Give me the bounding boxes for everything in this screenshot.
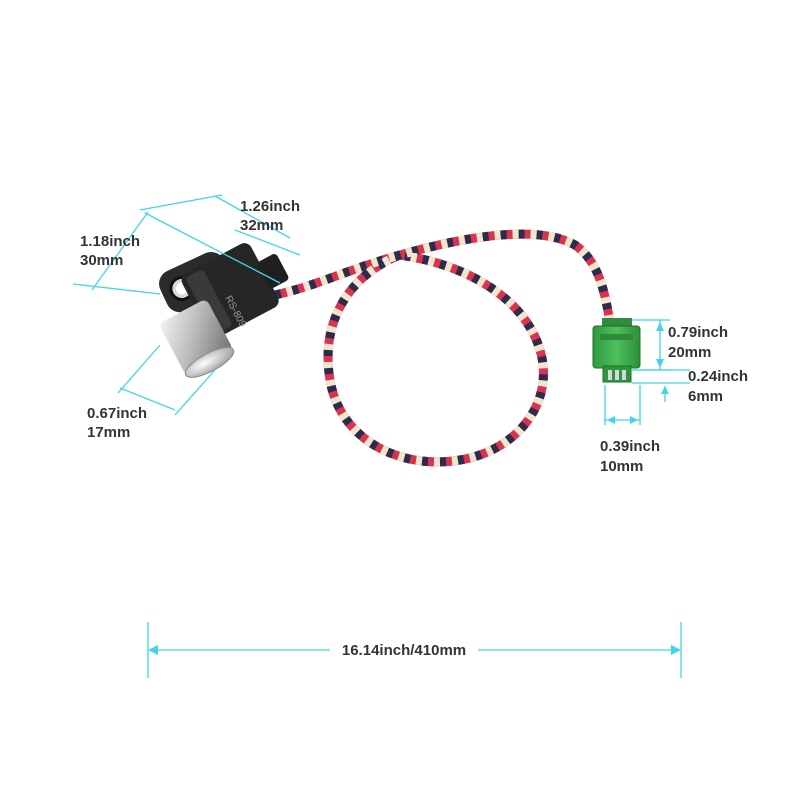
sensor-height-inch: 1.18inch (80, 233, 140, 250)
green-connector (592, 318, 641, 383)
sensor-width-mm: 32mm (240, 217, 283, 234)
cable-length-label: 16.14inch/410mm (342, 642, 466, 659)
dimension-lines (72, 194, 690, 678)
connector-height-mm: 20mm (668, 344, 711, 361)
connector-pin-label: 0.24inch 6mm (688, 368, 748, 405)
connector-pin-inch: 0.24inch (688, 368, 748, 385)
connector-pin-mm: 6mm (688, 388, 723, 405)
sensor-width-label: 1.26inch 32mm (240, 198, 300, 234)
sensor-height-mm: 30mm (80, 252, 123, 269)
connector-width-inch: 0.39inch (600, 438, 660, 455)
sensor: RS-809 (159, 243, 289, 378)
sensor-height-label: 1.18inch 30mm (80, 233, 140, 269)
connector-height-label: 0.79inch 20mm (668, 324, 728, 361)
cable-navy-strand (274, 229, 615, 467)
connector-height-inch: 0.79inch (668, 324, 728, 341)
sensor-cap (184, 346, 235, 378)
sensor-diameter-mm: 17mm (87, 424, 130, 441)
connector-width-label: 0.39inch 10mm (600, 438, 660, 475)
sensor-diameter-label: 0.67inch 17mm (87, 405, 147, 441)
connector-width-mm: 10mm (600, 458, 643, 475)
sensor-diameter-inch: 0.67inch (87, 405, 147, 422)
connector-body (592, 325, 641, 369)
sensor-width-inch: 1.26inch (240, 198, 300, 215)
dimension-arrows (148, 322, 681, 655)
twisted-cable (270, 229, 615, 467)
